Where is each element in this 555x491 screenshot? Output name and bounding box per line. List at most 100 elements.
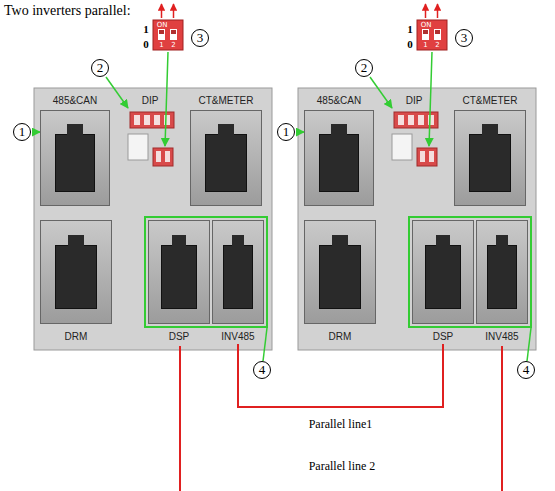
- port-socket: DIP: [122, 94, 178, 206]
- socket-tab: [331, 124, 347, 135]
- parallel-wire: [179, 346, 181, 491]
- port-socket: DIP: [386, 94, 442, 206]
- rj45-socket: [212, 220, 264, 324]
- callout-number: 4: [253, 361, 271, 379]
- dip-slot: [158, 29, 165, 40]
- port-socket: 485&CAN: [40, 94, 110, 206]
- rj45-socket: [454, 110, 526, 206]
- dip-area: [386, 110, 442, 206]
- rj45-socket: [412, 220, 474, 324]
- parallel-line: [238, 344, 443, 407]
- socket-tab: [67, 124, 83, 135]
- switch-on-mark: ON: [421, 21, 432, 29]
- port-socket: DRM: [304, 220, 376, 344]
- port-socket: 485&CAN: [304, 94, 374, 206]
- panel-plate: [34, 88, 272, 350]
- socket-opening: [161, 245, 197, 308]
- callout-number: 3: [191, 29, 209, 47]
- dip-slot: [170, 29, 177, 40]
- highlight-box: [145, 217, 267, 327]
- socket-opening: [205, 134, 247, 192]
- port-socket: CT&METER: [454, 94, 526, 206]
- line-label: Parallel line1: [309, 417, 373, 431]
- socket-tab: [172, 235, 186, 247]
- rj45-socket: [476, 220, 528, 324]
- port-label: DSP: [148, 330, 210, 344]
- switch-position: 1: [407, 23, 413, 35]
- diagram-title: Two inverters parallel:: [4, 3, 131, 19]
- port-socket: INV485: [476, 220, 528, 344]
- dip-area: [122, 110, 178, 206]
- port-socket: DSP: [148, 220, 210, 344]
- switch-number: 2: [171, 41, 175, 49]
- rj45-socket: [148, 220, 210, 324]
- leader-line: [32, 131, 40, 133]
- rj45-socket: [40, 220, 112, 324]
- dip-switch-icon: [153, 20, 183, 50]
- socket-tab: [482, 124, 499, 135]
- socket-opening: [319, 134, 360, 192]
- small-dip-switch: [153, 148, 173, 166]
- callout-number: 2: [355, 59, 373, 77]
- socket-opening: [223, 245, 253, 308]
- dip-slot: [154, 115, 160, 125]
- dip-switch-block: [130, 112, 174, 128]
- port-label: INV485: [212, 330, 264, 344]
- socket-tab: [218, 124, 235, 135]
- socket-opening: [55, 245, 97, 308]
- dip-slot: [164, 115, 170, 125]
- socket-tab: [496, 235, 508, 247]
- socket-tab: [436, 235, 450, 247]
- rj45-socket: [190, 110, 262, 206]
- socket-opening: [469, 134, 511, 192]
- port-socket: DRM: [40, 220, 112, 344]
- port-label: 485&CAN: [40, 94, 110, 108]
- leader-line: [263, 328, 267, 361]
- port-socket: DSP: [412, 220, 474, 344]
- rj45-socket: [304, 220, 376, 324]
- switch-number: 1: [159, 41, 163, 49]
- switch-position: 1: [143, 23, 149, 35]
- dip-slot: [134, 115, 140, 125]
- rj45-socket: [304, 110, 374, 206]
- rj45-socket: [40, 110, 110, 206]
- port-label: DRM: [304, 330, 376, 344]
- switch-position: 0: [407, 38, 413, 50]
- port-label: DIP: [386, 94, 442, 108]
- dip-lever: [171, 30, 176, 34]
- dip-lever: [159, 30, 164, 34]
- up-arrow: [161, 4, 163, 18]
- line-label: Parallel line 2: [309, 459, 376, 473]
- dip-slot: [156, 151, 161, 162]
- socket-opening: [55, 134, 96, 192]
- callout-number: 3: [455, 29, 473, 47]
- switch-position: 0: [143, 38, 149, 50]
- dip-slot: [144, 115, 150, 125]
- port-socket: INV485: [212, 220, 264, 344]
- port-label: DIP: [122, 94, 178, 108]
- port-label: CT&METER: [454, 94, 526, 108]
- inverter-panel: [296, 4, 536, 361]
- switch-on-mark: ON: [157, 21, 168, 29]
- socket-opening: [319, 245, 361, 308]
- port-socket: CT&METER: [190, 94, 262, 206]
- white-connector: [128, 134, 148, 160]
- up-arrow: [173, 4, 175, 18]
- callout-number: 2: [91, 59, 109, 77]
- callout-number: 4: [517, 361, 535, 379]
- switch-number: 2: [435, 41, 439, 49]
- socket-opening: [425, 245, 461, 308]
- port-label: INV485: [476, 330, 528, 344]
- callout-number: 1: [13, 123, 31, 141]
- socket-tab: [232, 235, 244, 247]
- parallel-wire: [501, 346, 503, 491]
- inverter-panel: [32, 4, 272, 361]
- switch-number: 1: [423, 41, 427, 49]
- leader-line: [165, 52, 168, 146]
- callout-number: 1: [277, 123, 295, 141]
- socket-tab: [332, 235, 349, 247]
- port-label: DRM: [40, 330, 112, 344]
